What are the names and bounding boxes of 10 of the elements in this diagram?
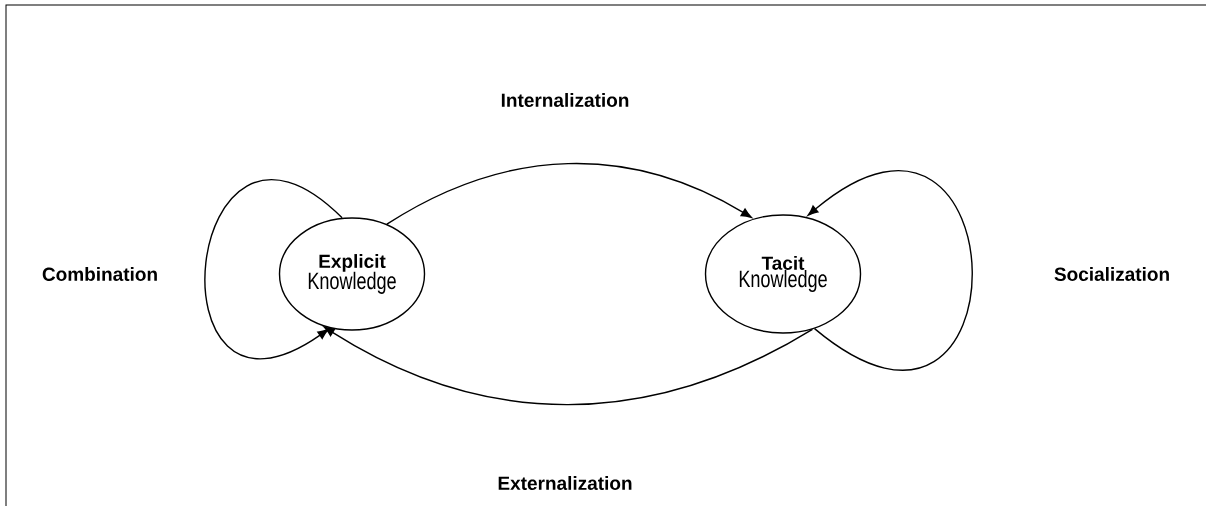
ellipse-node: Tacit Knowledge (704, 214, 862, 334)
edge-label: Combination (39, 265, 161, 283)
edge-label: Socialization (1051, 265, 1173, 283)
curved-arrow (323, 326, 814, 406)
edge-label: Internalization (498, 91, 632, 109)
curved-arrow (386, 162, 752, 225)
curved-arrow (807, 170, 973, 371)
curved-arrow (205, 178, 343, 359)
ellipse-node: Explicit Knowledge (278, 217, 426, 331)
edge-label: Externalization (495, 474, 635, 492)
